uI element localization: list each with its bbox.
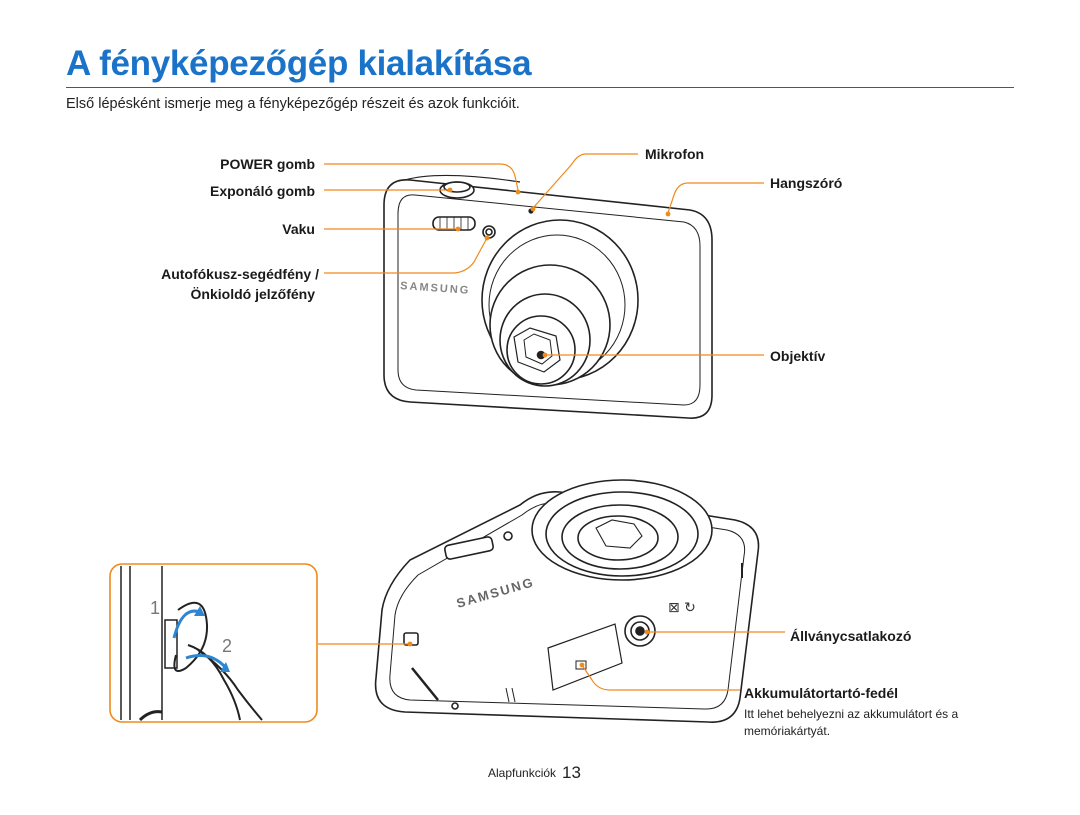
strap-step-1: 1 [150,598,160,618]
certification-marks-icon: ⊠ ↻ [668,600,696,616]
title-divider [66,87,1014,88]
camera-brand-front: SAMSUNG [400,280,471,297]
page-footer: Alapfunkciók 13 [488,763,581,783]
camera-front-view [383,174,713,419]
label-af-assist: Autofókusz-segédfény / [161,266,319,282]
label-speaker: Hangszóró [770,175,843,191]
label-power-button: POWER gomb [220,156,315,172]
front-leader-dots [447,187,671,358]
strap-inset: 1 2 [109,563,318,723]
bottom-leader-lines [318,631,785,691]
arrow-head-icon [194,606,205,616]
strap-step-2: 2 [222,636,232,656]
label-battery-cover: Akkumulátortartó-fedél [744,685,899,701]
camera-bottom-view [374,479,760,723]
arrow-head-icon [220,662,230,672]
label-tripod-mount: Állványcsatlakozó [790,628,912,644]
bottom-leader-dots [407,629,650,668]
front-leader-lines [324,153,764,356]
page-number: 13 [562,763,581,782]
label-microphone: Mikrofon [645,146,705,162]
page-title: A fényképezőgép kialakítása [66,44,532,83]
footer-section: Alapfunkciók [488,766,557,780]
label-flash: Vaku [282,221,315,237]
battery-cover-note: Itt lehet behelyezni az akkumulátort és … [744,707,959,738]
label-shutter-button: Exponáló gomb [210,183,315,199]
intro-text: Első lépésként ismerje meg a fényképezőg… [66,96,520,112]
label-lens: Objektív [770,348,826,364]
label-self-timer-lamp: Önkioldó jelzőfény [190,286,315,302]
strap-arrow-2 [185,654,228,670]
